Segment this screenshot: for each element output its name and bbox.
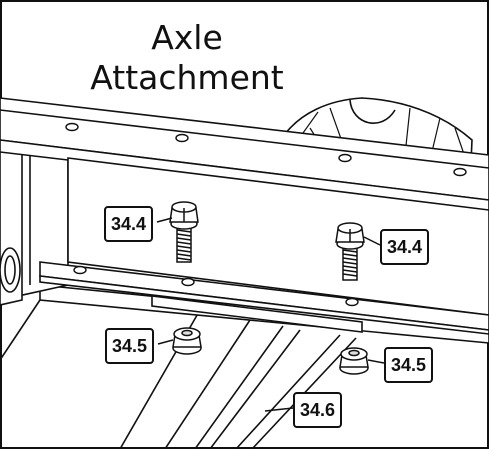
axle-plate	[151, 295, 363, 333]
callout-nut-right: 34.5	[384, 347, 434, 383]
nut-right	[339, 347, 369, 375]
bolt-holes-upper	[65, 122, 467, 177]
callout-nut-left: 34.5	[105, 328, 155, 364]
bolt-holes-lower	[73, 265, 359, 307]
frame-web	[67, 157, 489, 316]
title-line-1: Axle	[151, 18, 223, 57]
callout-axle-beam: 34.6	[293, 392, 343, 428]
diagram-title: Axle Attachment	[72, 18, 302, 98]
lower-frame-flange	[39, 261, 489, 335]
nut-left	[172, 327, 202, 355]
bolt-left	[169, 201, 199, 263]
callout-bolt-right: 34.4	[380, 229, 430, 265]
bolt-right	[335, 222, 365, 281]
title-line-2: Attachment	[90, 58, 284, 97]
callout-bolt-left: 34.4	[104, 206, 154, 242]
leader-lines	[156, 217, 385, 412]
